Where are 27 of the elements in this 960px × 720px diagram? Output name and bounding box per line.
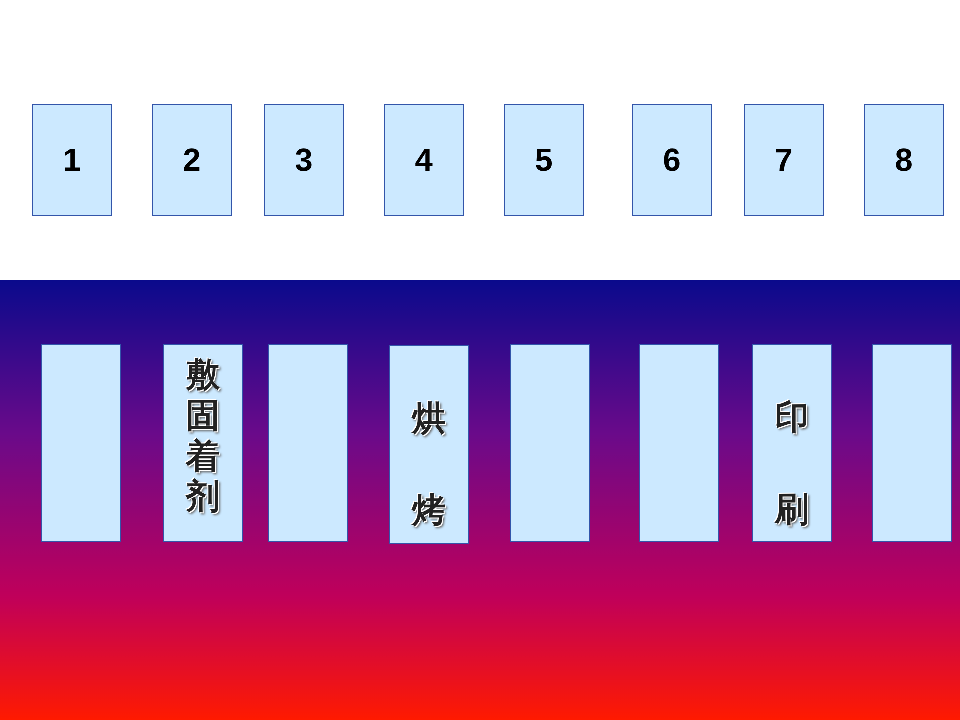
number-card xyxy=(152,104,232,216)
step-number: 2 xyxy=(183,142,201,178)
blank-card xyxy=(41,344,121,542)
blank-card xyxy=(268,344,348,542)
step-number: 1 xyxy=(63,142,81,178)
step-number: 6 xyxy=(663,142,681,178)
number-card xyxy=(264,104,344,216)
number-card xyxy=(32,104,112,216)
step-number: 4 xyxy=(415,142,433,178)
blank-card xyxy=(510,344,590,542)
step-number: 8 xyxy=(895,142,913,178)
step-card xyxy=(752,344,832,542)
number-card xyxy=(504,104,584,216)
step-label: 敷固着剂 xyxy=(184,355,221,518)
blank-card xyxy=(639,344,719,542)
step-label: 印刷 xyxy=(774,398,810,531)
step-number: 3 xyxy=(295,142,313,178)
number-card xyxy=(744,104,824,216)
step-label: 烘烤 xyxy=(410,399,447,532)
blank-card xyxy=(872,344,952,542)
step-number: 5 xyxy=(535,142,553,178)
step-number: 7 xyxy=(775,142,793,178)
number-card xyxy=(384,104,464,216)
number-card xyxy=(632,104,712,216)
number-card xyxy=(864,104,944,216)
step-card xyxy=(389,345,469,544)
step-card xyxy=(163,344,243,542)
